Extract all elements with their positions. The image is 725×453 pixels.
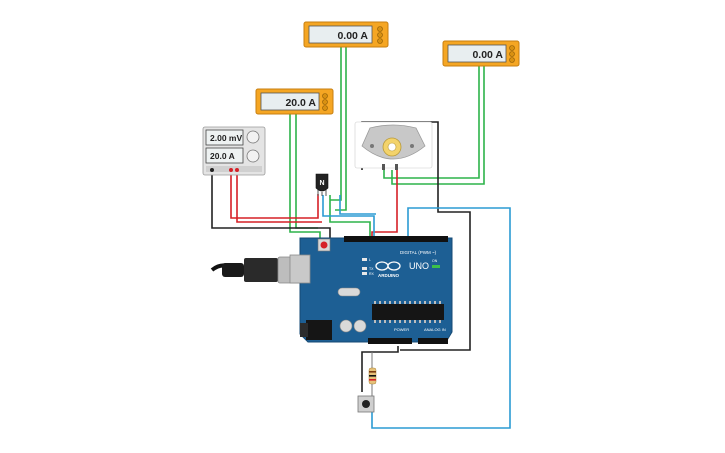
arduino-uno-board[interactable]: DIGITAL (PWM ~) ARDUINO UNO ON L TX RX <box>289 236 453 344</box>
voltage-knob[interactable] <box>246 130 260 144</box>
on-label: ON <box>432 259 438 263</box>
wire-green-left-ammeter-b[interactable] <box>295 114 318 229</box>
wire-blue-digital-2[interactable] <box>339 195 376 215</box>
wire-green-right-ammeter-a[interactable] <box>383 63 480 179</box>
arduino-model-label: UNO <box>409 261 429 271</box>
wire-red-psu-b[interactable] <box>236 170 322 223</box>
digital-label: DIGITAL (PWM ~) <box>400 250 437 255</box>
wire-red-psu-a[interactable] <box>230 170 319 219</box>
analog-label: ANALOG IN <box>424 327 446 332</box>
ammeter-left-reading: 20.0 A <box>285 97 316 109</box>
current-knob[interactable] <box>246 149 260 163</box>
wire-blue-digital[interactable] <box>371 207 511 429</box>
psu-terminal-negative[interactable] <box>229 168 233 172</box>
power-supply[interactable]: 2.00 mV 20.0 A <box>202 126 266 176</box>
tx-label: TX <box>369 267 374 271</box>
wire-blue-transistor[interactable] <box>322 195 375 238</box>
psu-terminal-ground[interactable] <box>210 168 214 172</box>
digital-header[interactable] <box>344 236 448 242</box>
power-supply-voltage: 2.00 mV <box>210 133 242 143</box>
atmega-chip <box>372 304 444 320</box>
ammeter-left-knob-1[interactable] <box>322 93 328 99</box>
psu-terminal-positive[interactable] <box>235 168 239 172</box>
power-supply-current: 20.0 A <box>210 151 235 161</box>
wire-red-motor[interactable] <box>371 170 398 238</box>
ammeter-top-knob-1[interactable] <box>377 26 383 32</box>
ammeter-top[interactable]: 0.00 A <box>303 21 389 48</box>
ammeter-left[interactable]: 20.0 A <box>255 88 334 115</box>
ammeter-left-knob-3[interactable] <box>322 105 328 111</box>
wire-green-left-ammeter-a[interactable] <box>289 114 321 238</box>
ammeter-right-knob-3[interactable] <box>509 57 515 63</box>
ammeter-right-knob-1[interactable] <box>509 45 515 51</box>
push-button[interactable] <box>357 395 375 413</box>
ammeter-top-knob-3[interactable] <box>377 38 383 44</box>
wire-black-psu[interactable] <box>211 170 331 238</box>
ammeter-right-reading: 0.00 A <box>472 49 503 61</box>
arduino-logo-text: ARDUINO <box>378 273 399 278</box>
ammeter-top-reading: 0.00 A <box>337 30 368 42</box>
wire-black-button[interactable] <box>361 346 399 392</box>
transistor-label: N <box>319 180 324 187</box>
ammeter-left-knob-2[interactable] <box>322 99 328 105</box>
l-label: L <box>369 258 371 262</box>
wire-green-transistor-arduino[interactable] <box>329 195 371 238</box>
dc-motor[interactable] <box>354 121 433 170</box>
wire-green-top-ammeter-b[interactable] <box>335 47 347 211</box>
wire-green-top-ammeter-a[interactable] <box>330 47 342 201</box>
power-label: POWER <box>394 327 409 332</box>
rx-label: RX <box>369 272 375 276</box>
resistor[interactable] <box>368 352 377 396</box>
ammeter-top-knob-2[interactable] <box>377 32 383 38</box>
power-header[interactable] <box>368 338 412 344</box>
npn-transistor[interactable]: N <box>315 173 329 196</box>
analog-header[interactable] <box>418 338 448 344</box>
ammeter-right-knob-2[interactable] <box>509 51 515 57</box>
ammeter-right[interactable]: 0.00 A <box>442 40 520 67</box>
